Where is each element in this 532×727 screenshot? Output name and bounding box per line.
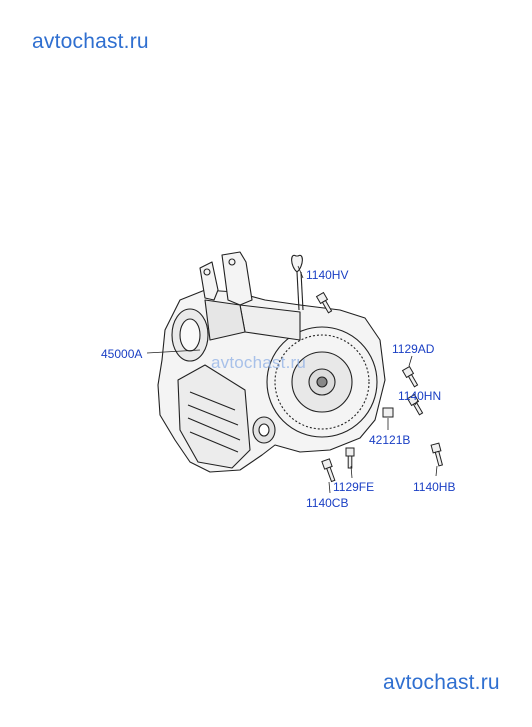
bolt-42121B — [382, 407, 394, 418]
label-1140HV: 1140HV — [306, 268, 349, 282]
mount-bracket-2 — [221, 251, 253, 306]
bolt-1140HV — [315, 291, 333, 314]
label-1140HN: 1140HN — [398, 389, 442, 403]
label-1140CB: 1140CB — [306, 496, 349, 510]
bolt-1140CB — [321, 458, 336, 483]
watermark-top: avtochast.ru — [32, 30, 149, 53]
transmission-assembly — [157, 251, 386, 473]
watermark-center: avtochast.ru — [211, 353, 307, 372]
label-1129AD: 1129AD — [392, 342, 435, 356]
label-1129FE: 1129FE — [333, 480, 375, 494]
label-1140HB: 1140HB — [413, 480, 456, 494]
bolt-1129AD — [401, 365, 419, 388]
valve-body-cover — [177, 364, 251, 469]
bolt-1129FE — [345, 447, 355, 469]
watermark-bottom: avtochast.ru — [383, 671, 500, 694]
leader-lines — [146, 265, 438, 494]
label-42121B: 42121B — [369, 433, 411, 447]
bolt-1140HN — [406, 393, 424, 416]
dipstick — [291, 254, 304, 311]
bolt-1140HB — [430, 442, 444, 467]
label-45000A: 45000A — [101, 347, 143, 361]
bolts — [315, 291, 444, 483]
